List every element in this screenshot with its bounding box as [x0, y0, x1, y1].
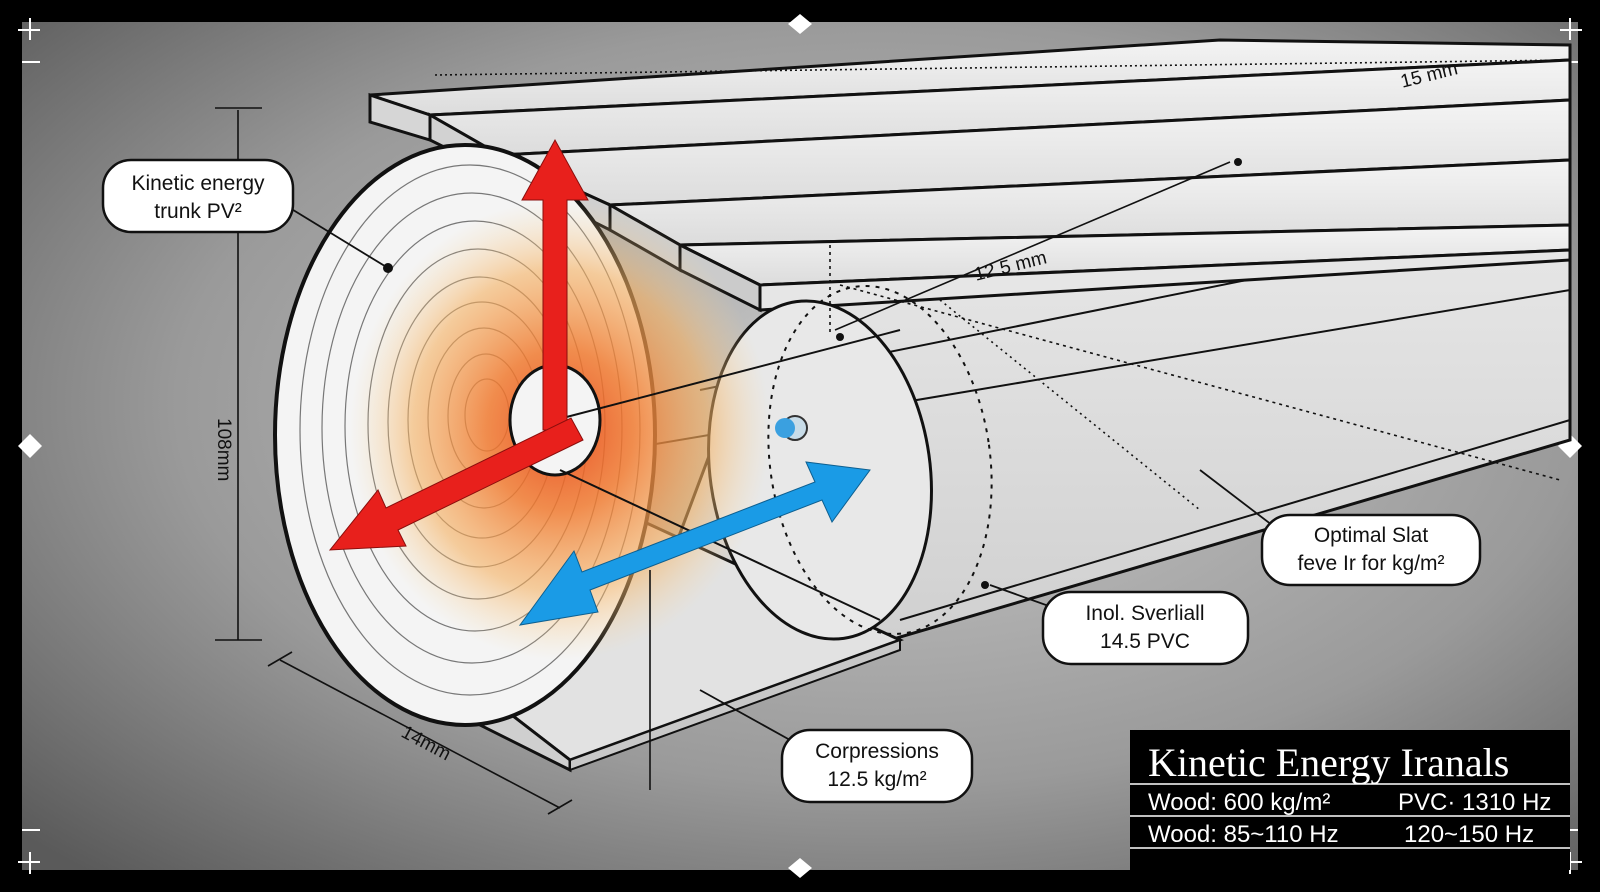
red-arrow-vertical [521, 138, 589, 431]
callout-kinetic-energy: Kinetic energy trunk PV² [101, 158, 295, 234]
callout-compressions-line2: 12.5 kg/m² [827, 768, 926, 791]
callout-inol-sverlall: Inol. Sverliall 14.5 PVC [1041, 590, 1250, 666]
callout-optimal-slat-line2: feve Ir for kg/m² [1297, 552, 1444, 575]
callout-optimal-slat-line1: Optimal Slat [1314, 524, 1429, 547]
dim-marker-dot [836, 333, 844, 341]
red-arrows [328, 138, 589, 551]
blue-arrow [518, 461, 871, 626]
info-panel: Kinetic Energy Iranals Wood: 600 kg/m² P… [1130, 730, 1570, 870]
callout-kinetic-energy-line2: trunk PV² [154, 200, 242, 223]
red-arrow-diagonal [328, 417, 584, 551]
frame-diamond-marks [18, 14, 1582, 878]
info-panel-row1-left: Wood: 600 kg/m² [1148, 789, 1330, 816]
callout-kinetic-energy-line1: Kinetic energy [131, 172, 265, 195]
dim-label-vertical: 108mm [213, 418, 234, 481]
callout-compressions-line1: Corpressions [815, 740, 939, 763]
dim-marker-dot [1234, 158, 1242, 166]
info-panel-row2-left: Wood: 85~110 Hz [1148, 821, 1339, 848]
callout-optimal-slat: Optimal Slat feve Ir for kg/m² [1260, 513, 1482, 587]
info-panel-row1-right: PVC· 1310 Hz [1398, 789, 1551, 816]
callout-compressions: Corpressions 12.5 kg/m² [780, 728, 974, 804]
callout-inol-sverlall-line2: 14.5 PVC [1100, 630, 1190, 653]
info-panel-title: Kinetic Energy Iranals [1148, 740, 1509, 785]
info-panel-row2-right: 120~150 Hz [1404, 821, 1534, 848]
callout-inol-sverlall-line1: Inol. Sverliall [1085, 602, 1204, 625]
callout-marker-dot [981, 581, 989, 589]
